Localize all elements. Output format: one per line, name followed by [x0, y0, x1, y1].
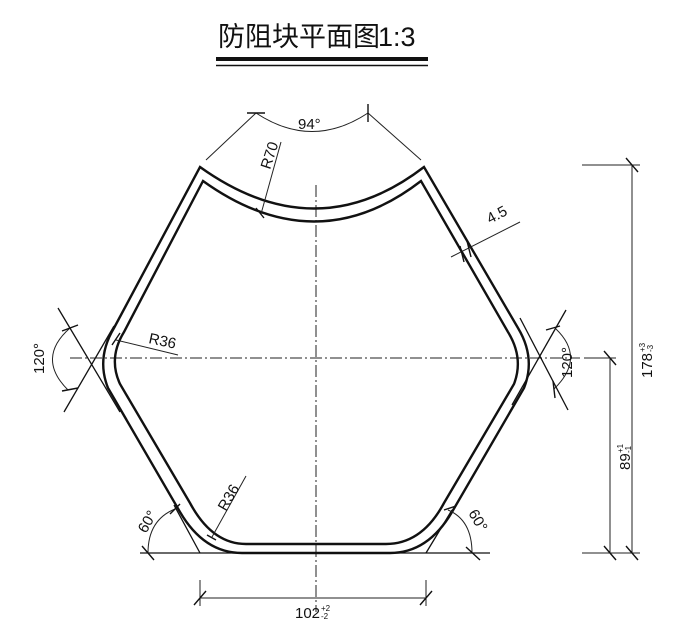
angle-arc-left-120: [52, 327, 71, 391]
tick-mark: [193, 590, 207, 606]
title-text: 防阻块平面图: [218, 22, 380, 53]
tick-mark: [625, 545, 639, 561]
left-chamfer-line: [173, 504, 201, 554]
right-construction-line-b: [519, 317, 569, 411]
title-scale: 1:3: [378, 22, 416, 52]
label-94-degrees: 94°: [298, 116, 321, 133]
tick-mark: [465, 546, 481, 561]
label-102-value: 102: [295, 605, 320, 622]
label-89-tol-minus: -1: [624, 445, 633, 453]
extension-line-right: [367, 112, 422, 161]
tick-mark: [169, 503, 181, 515]
label-178: 178 +3 -3: [638, 342, 656, 378]
left-vertex-angle-dimension: 120° R36: [31, 307, 179, 413]
tick-mark: [111, 332, 121, 346]
tick-mark: [61, 387, 79, 392]
label-r70: R70: [258, 140, 283, 171]
tick-mark: [625, 157, 639, 173]
label-102-tol-minus: -2: [321, 612, 329, 621]
total-height-dimension: 178 +3 -3: [582, 157, 656, 561]
tick-mark: [466, 240, 472, 258]
label-bottom-r36: R36: [215, 482, 243, 514]
tick-mark: [206, 534, 217, 541]
tick-mark: [459, 245, 465, 263]
tick-mark: [603, 545, 617, 561]
label-102-tol-plus: +2: [321, 604, 331, 613]
tick-mark: [419, 590, 433, 606]
tick-mark: [443, 505, 457, 511]
angle-arc-94: [255, 112, 369, 132]
label-right-120: 120°: [559, 347, 576, 378]
label-89: 89 +1 -1: [616, 443, 634, 470]
angle-arc-bottom-right-60: [447, 509, 473, 554]
inner-profile: [113, 179, 520, 546]
leader-bottom-r36: [211, 475, 247, 538]
tick-mark: [603, 350, 617, 366]
bottom-left-dimension: 60° R36: [135, 475, 247, 561]
label-left-r36: R36: [147, 330, 177, 352]
leader-r70: [260, 141, 282, 215]
leader-left-r36: [115, 339, 179, 356]
angle-arc-right-120: [553, 328, 571, 390]
tick-mark: [255, 207, 265, 219]
label-178-tol-minus: -3: [646, 344, 655, 352]
left-construction-line-b: [63, 325, 115, 413]
bottom-width-dimension: 102 +2 -2: [193, 580, 433, 622]
half-height-dimension: 89 +1 -1: [584, 350, 634, 561]
angle-arc-bottom-left-60: [147, 508, 176, 554]
tick-mark: [552, 380, 556, 399]
leader-thickness: [450, 221, 521, 258]
label-178-tol-plus: +3: [638, 342, 647, 352]
label-thickness: 4.5: [484, 203, 510, 228]
label-178-value: 178: [639, 353, 656, 378]
label-bottom-left-60: 60°: [135, 508, 161, 536]
tick-mark: [545, 325, 561, 331]
extension-line-left: [205, 112, 257, 161]
label-left-120: 120°: [31, 343, 48, 374]
label-89-value: 89: [617, 453, 634, 470]
right-chamfer-line: [425, 509, 453, 554]
tick-mark: [61, 324, 79, 332]
right-vertex-angle-dimension: 120°: [511, 309, 576, 411]
label-89-tol-plus: +1: [616, 443, 625, 453]
tick-mark: [141, 545, 155, 561]
right-construction-line-a: [511, 309, 567, 406]
drawing-title: 防阻块平面图 1:3: [216, 22, 428, 67]
left-construction-line-a: [57, 307, 121, 413]
